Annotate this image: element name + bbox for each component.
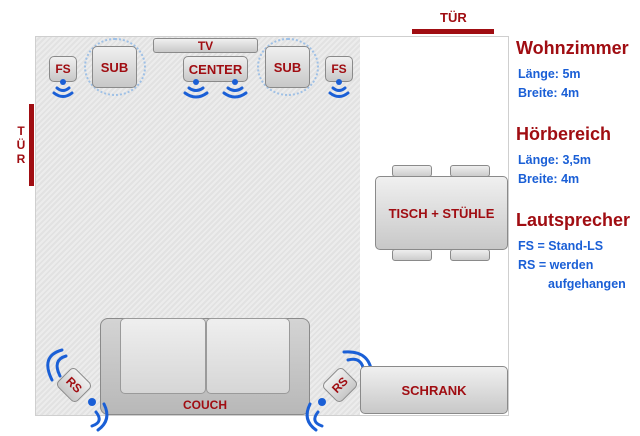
listen-width: Breite: 4m xyxy=(518,172,580,186)
fs-right-label: FS xyxy=(331,62,347,76)
tv-label: TV xyxy=(197,38,214,53)
top-door-label: TÜR xyxy=(440,10,467,25)
rs-left-label: RS xyxy=(63,374,85,396)
fs-left-label: FS xyxy=(55,62,71,76)
left-door-letter: R xyxy=(16,152,26,166)
cabinet: SCHRANK xyxy=(360,366,508,414)
sub-right: SUB xyxy=(265,46,310,88)
tv: TV xyxy=(153,38,258,53)
sub-right-range xyxy=(257,38,319,96)
fs-definition: FS = Stand-LS xyxy=(518,239,604,253)
center-speaker: CENTER xyxy=(183,56,248,82)
sub-left-range xyxy=(84,38,146,96)
couch: COUCH xyxy=(100,318,310,415)
couch-cushion-left xyxy=(120,318,206,394)
left-door-letter: T xyxy=(17,124,25,138)
listen-title: Hörbereich xyxy=(516,124,612,144)
room-width: Breite: 4m xyxy=(518,86,580,100)
center-label: CENTER xyxy=(188,61,243,77)
rs-definition-line1: RS = werden xyxy=(518,258,594,272)
chair-bottom-left xyxy=(392,249,432,261)
couch-label: COUCH xyxy=(183,398,227,412)
room-title: Wohnzimmer xyxy=(516,38,629,58)
left-door xyxy=(29,104,34,186)
chair-bottom-right xyxy=(450,249,490,261)
couch-cushion-right xyxy=(206,318,290,394)
sub-right-label: SUB xyxy=(273,59,302,75)
sub-left: SUB xyxy=(92,46,137,88)
table: TISCH + STÜHLE xyxy=(375,176,508,250)
speaker-title: Lautsprecher xyxy=(516,210,631,230)
rs-definition-line2: aufgehangen xyxy=(548,277,626,291)
fs-right: FS xyxy=(325,56,353,82)
sub-left-label: SUB xyxy=(100,59,129,75)
top-door xyxy=(412,29,494,34)
fs-left: FS xyxy=(49,56,77,82)
listen-length: Länge: 3,5m xyxy=(518,153,591,167)
left-door-letter: Ü xyxy=(16,138,26,152)
room-length: Länge: 5m xyxy=(518,67,581,81)
rs-right-label: RS xyxy=(329,374,351,396)
cabinet-label: SCHRANK xyxy=(401,382,467,398)
table-label: TISCH + STÜHLE xyxy=(388,205,495,221)
